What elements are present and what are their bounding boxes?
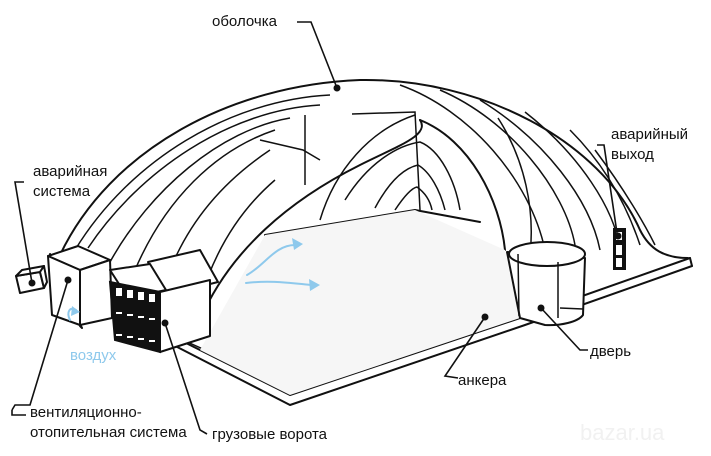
door-vestibule [506,241,586,327]
floor [200,210,520,395]
label-emergency-exit-line2: выход [611,146,654,163]
label-emergency-exit-line1: аварийный [611,126,689,143]
label-emergency-system-line1: аварийная [33,163,108,180]
label-shell: оболочка [212,13,277,30]
label-door: дверь [590,343,632,360]
label-emergency-system-line2: система [33,183,91,200]
label-anchors: анкера [458,372,507,389]
label-cargo-gate: грузовые ворота [212,426,327,443]
air-flow-arrows [67,238,320,321]
leader-lines [11,21,622,435]
label-air: воздух [70,347,117,364]
interior-arches [259,111,481,236]
label-ventilation-line2: отопительная система [30,424,187,441]
cargo-gate-building [108,249,219,354]
label-ventilation-line1: вентиляционно- [30,404,142,421]
watermark: bazar.ua [580,420,665,445]
